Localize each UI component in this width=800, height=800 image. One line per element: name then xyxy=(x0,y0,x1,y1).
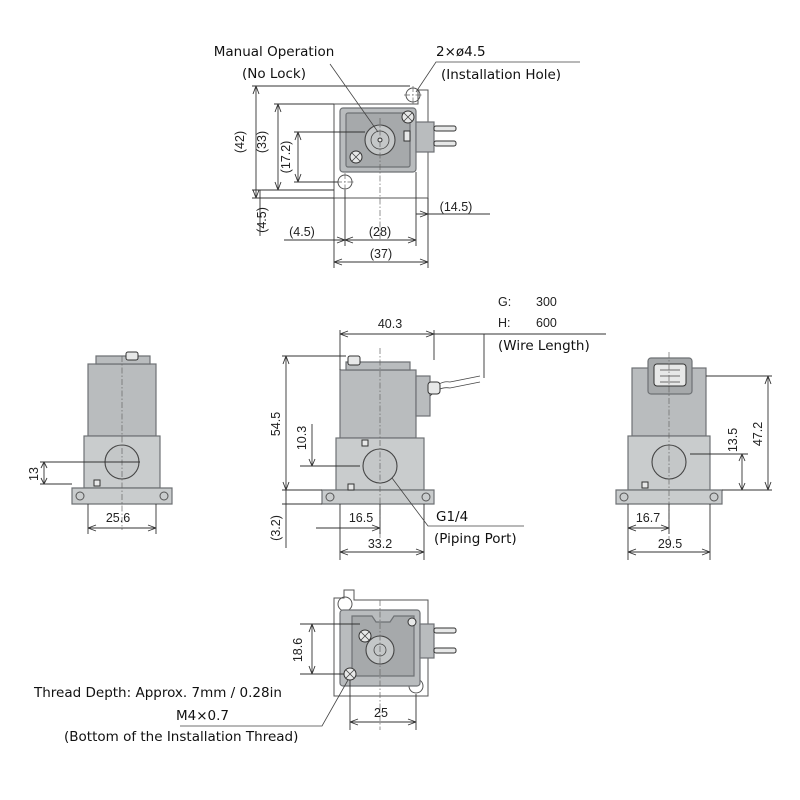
left-view: 13 25.6 xyxy=(27,351,173,534)
front-view-wire-lead xyxy=(427,381,441,395)
dim-33: (33) xyxy=(255,131,269,153)
dim-13-5: 13.5 xyxy=(726,428,740,452)
wire-h-value: 600 xyxy=(536,316,557,330)
front-view-coil xyxy=(339,369,417,439)
front-view-flange xyxy=(321,489,435,505)
wire-g-key: G: xyxy=(498,295,511,309)
wire-length-label: (Wire Length) xyxy=(498,338,590,354)
front-view: 40.3 G: 300 H: 600 (Wire Length) 54.5 10… xyxy=(269,295,606,560)
dim-47-2: 47.2 xyxy=(751,422,765,446)
dim-18-6: 18.6 xyxy=(291,638,305,662)
bottom-view-base-outline xyxy=(333,589,429,697)
dim-25-6: 25.6 xyxy=(106,511,130,525)
dim-14-5: (14.5) xyxy=(440,200,473,214)
dim-16-7: 16.7 xyxy=(636,511,660,525)
dim-37: (37) xyxy=(370,247,392,261)
piping-port-label: (Piping Port) xyxy=(434,531,517,547)
bottom-view: 18.6 25 Thread Depth: Approx. 7mm / 0.28… xyxy=(33,589,457,745)
manual-operation-label: Manual Operation xyxy=(214,44,335,60)
dim-13: 13 xyxy=(27,467,41,481)
wire-g-value: 300 xyxy=(536,295,557,309)
thread-depth-label: Thread Depth: Approx. 7mm / 0.28in xyxy=(33,685,282,701)
dim-16-5: 16.5 xyxy=(349,511,373,525)
dim-28: (28) xyxy=(369,225,391,239)
right-view: 13.5 47.2 16.7 29.5 xyxy=(615,352,772,560)
port-spec-label: G1/4 xyxy=(436,509,468,525)
top-view: (42) (33) (17.2) (4.5) (4.5) (28) (14.5)… xyxy=(214,44,580,268)
dim-3-2: (3.2) xyxy=(269,515,283,541)
dim-17-2: (17.2) xyxy=(279,141,293,174)
hole-spec-label: 2×ø4.5 xyxy=(436,44,486,60)
bottom-view-connector-pin xyxy=(433,627,457,634)
thread-bottom-label: (Bottom of the Installation Thread) xyxy=(64,729,298,745)
dim-42: (42) xyxy=(233,131,247,153)
wire-h-key: H: xyxy=(498,316,511,330)
dim-29-5: 29.5 xyxy=(658,537,682,551)
right-view-flange xyxy=(615,489,723,505)
dim-10-3: 10.3 xyxy=(295,426,309,450)
dim-25: 25 xyxy=(374,706,388,720)
right-view-port xyxy=(651,444,687,480)
top-view-connector-pin xyxy=(433,125,457,132)
dim-40-3: 40.3 xyxy=(378,317,402,331)
thread-spec-label: M4×0.7 xyxy=(176,708,229,724)
dim-54-5: 54.5 xyxy=(269,412,283,436)
dim-33-2: 33.2 xyxy=(368,537,392,551)
installation-hole-label: (Installation Hole) xyxy=(441,67,561,83)
dim-4-5-vertical: (4.5) xyxy=(255,207,269,233)
dim-4-5-horizontal: (4.5) xyxy=(289,225,315,239)
no-lock-label: (No Lock) xyxy=(242,66,306,82)
